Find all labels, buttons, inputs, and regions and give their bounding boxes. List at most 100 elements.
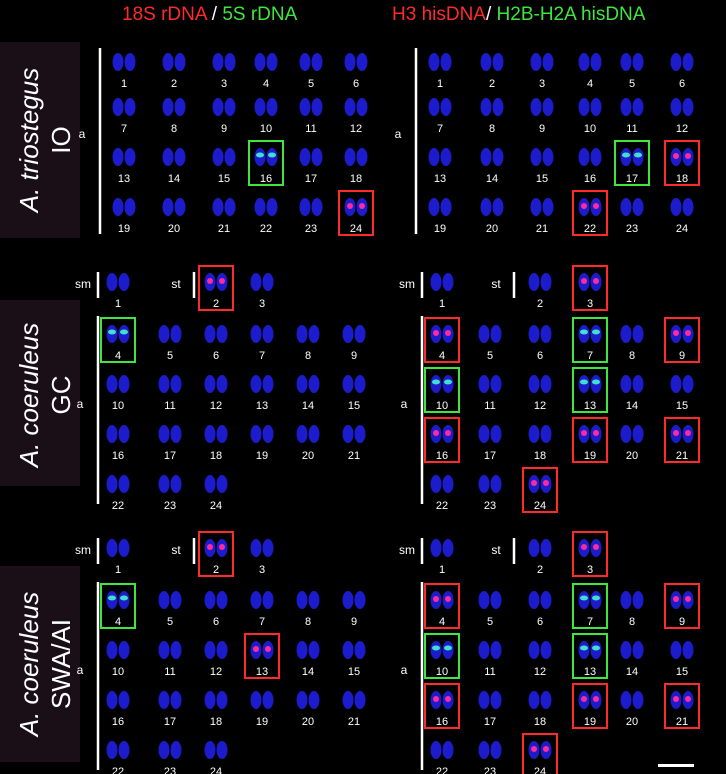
chromosome-number: 20 — [168, 223, 180, 235]
chromosome-pair-19 — [250, 425, 274, 443]
chromosome-pair-20 — [480, 198, 504, 216]
chromatid — [118, 691, 130, 709]
chromatid — [342, 641, 354, 659]
chromatid — [308, 691, 320, 709]
chromosome-number: 7 — [587, 616, 593, 628]
chromosome-number: 19 — [256, 716, 268, 728]
chromosome-number: 4 — [115, 350, 121, 362]
chromatid — [670, 98, 682, 116]
group-label-st: st — [491, 277, 501, 291]
chromatid — [530, 198, 542, 216]
green-highlight-box — [572, 583, 608, 629]
chromatid — [124, 98, 136, 116]
chromosome-pair-10 — [254, 98, 278, 116]
chromosome-number: 5 — [167, 616, 173, 628]
chromatid — [342, 425, 354, 443]
chromosome-number: 13 — [118, 173, 130, 185]
chromosome-number: 12 — [210, 400, 222, 412]
chromosome-number: 23 — [484, 500, 496, 512]
chromosome-pair-3 — [530, 53, 554, 71]
red-signal — [433, 430, 439, 436]
chromosome-number: 13 — [434, 173, 446, 185]
chromosome-pair-17 — [614, 140, 650, 186]
green-highlight-box — [572, 367, 608, 413]
chromosome-number: 17 — [164, 450, 176, 462]
chromosome-number: 6 — [213, 350, 219, 362]
chromosome-pair-8 — [480, 98, 504, 116]
chromosome-number: 2 — [537, 298, 543, 310]
chromatid — [490, 641, 502, 659]
chromosome-number: 23 — [164, 500, 176, 512]
chromatid — [158, 691, 170, 709]
species-name: A. coeruleus — [14, 323, 44, 470]
chromatid — [162, 98, 174, 116]
probe-separator: / — [206, 4, 223, 25]
group-label-a: a — [79, 127, 86, 141]
chromosome-number: 21 — [536, 223, 548, 235]
chromatid — [440, 98, 452, 116]
population-code: GC — [46, 376, 76, 415]
population-code: SWA/AI — [46, 619, 76, 709]
red-highlight-box — [424, 317, 460, 363]
red-highlight-box — [664, 683, 700, 729]
red-highlight-box — [664, 317, 700, 363]
red-highlight-box — [572, 190, 608, 236]
chromosome-pair-19 — [428, 198, 452, 216]
chromatid — [299, 198, 311, 216]
chromosome-pair-6 — [528, 591, 552, 609]
chromatid — [106, 375, 118, 393]
red-signal — [581, 203, 587, 209]
chromosome-number: 19 — [434, 223, 446, 235]
chromosome-number: 4 — [115, 616, 121, 628]
chromatid — [250, 591, 262, 609]
chromosome-pair-7 — [250, 591, 274, 609]
chromatid — [112, 98, 124, 116]
chromosome-pair-14 — [162, 148, 186, 166]
red-signal — [581, 278, 587, 284]
green-signal — [580, 329, 588, 335]
chromosome-pair-12 — [670, 98, 694, 116]
chromosome-pair-1 — [428, 53, 452, 71]
chromatid — [354, 591, 366, 609]
chromosome-number: 9 — [351, 350, 357, 362]
chromatid — [442, 273, 454, 291]
chromatid — [442, 475, 454, 493]
green-highlight-box — [424, 367, 460, 413]
chromosome-pair-3 — [572, 531, 608, 577]
chromosome-number: 8 — [171, 123, 177, 135]
chromatid — [620, 325, 632, 343]
chromosome-pair-8 — [162, 98, 186, 116]
chromosome-number: 2 — [213, 564, 219, 576]
green-signal — [108, 329, 116, 335]
chromosome-number: 24 — [534, 500, 546, 512]
chromatid — [250, 539, 262, 557]
chromatid — [578, 98, 590, 116]
red-signal — [685, 596, 691, 602]
chromosome-pair-14 — [296, 375, 320, 393]
red-highlight-box — [572, 683, 608, 729]
chromatid — [354, 425, 366, 443]
species-label-triostegus: A. triostegus IO — [0, 42, 80, 238]
chromatid — [682, 375, 694, 393]
chromosome-pair-10 — [424, 367, 460, 413]
chromosome-number: 3 — [587, 564, 593, 576]
chromatid — [670, 375, 682, 393]
chromosome-pair-17 — [478, 425, 502, 443]
chromosome-number: 18 — [210, 450, 222, 462]
chromosome-number: 17 — [626, 173, 638, 185]
chromosome-pair-8 — [296, 325, 320, 343]
chromatid — [670, 198, 682, 216]
chromosome-number: 5 — [487, 616, 493, 628]
red-signal — [433, 596, 439, 602]
chromatid — [308, 325, 320, 343]
probe-h2b-h2a-label: H2B-H2A hisDNA — [496, 4, 646, 25]
chromatid — [162, 148, 174, 166]
chromosome-number: 17 — [484, 716, 496, 728]
red-signal — [359, 203, 365, 209]
chromatid — [620, 691, 632, 709]
chromosome-number: 22 — [260, 223, 272, 235]
chromatid — [540, 325, 552, 343]
chromosome-pair-20 — [296, 691, 320, 709]
chromatid — [578, 53, 590, 71]
chromatid — [158, 375, 170, 393]
